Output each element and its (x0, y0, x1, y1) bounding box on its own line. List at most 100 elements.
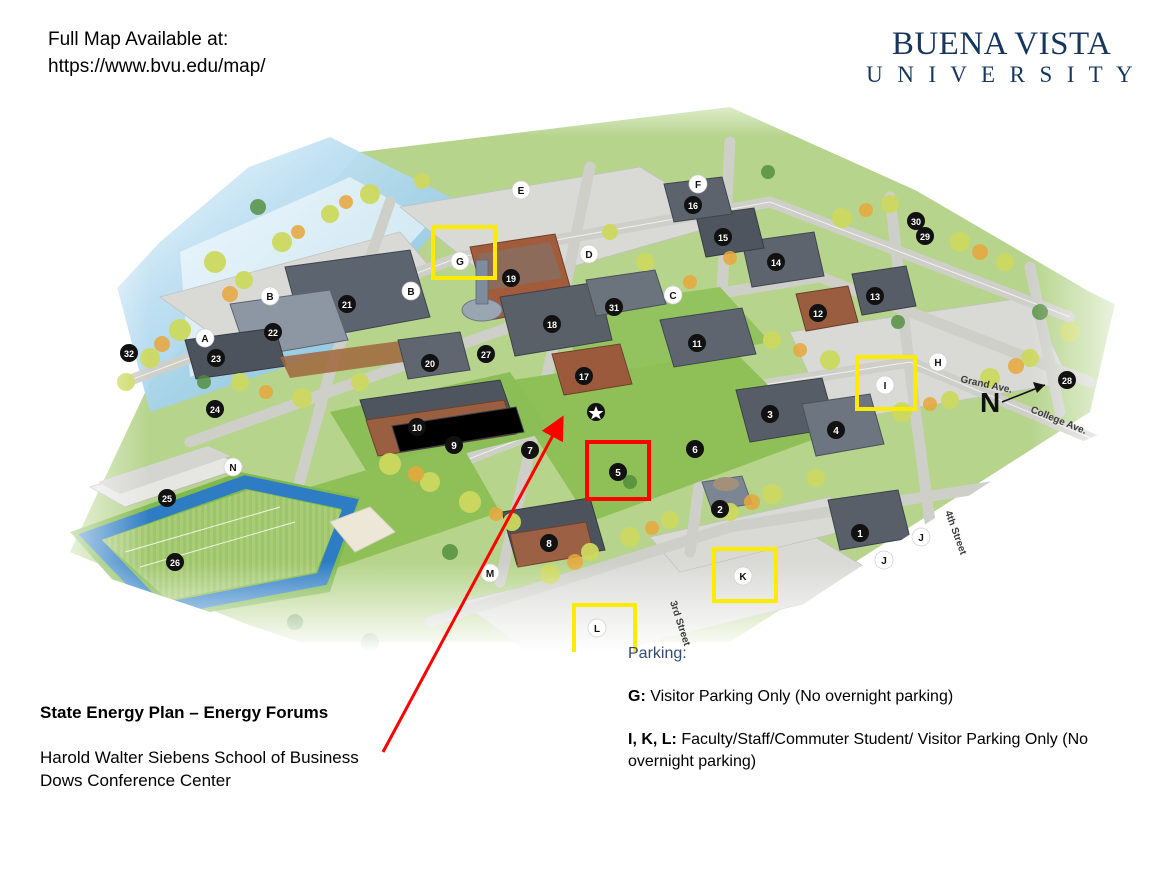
building-marker-30[interactable]: 30 (907, 212, 925, 230)
building-marker-label: 3 (767, 410, 773, 421)
building-marker-label: 19 (506, 274, 516, 284)
building-marker-20[interactable]: 20 (421, 354, 439, 372)
building-marker-28[interactable]: 28 (1058, 371, 1076, 389)
venue-caption: State Energy Plan – Energy Forums Harold… (40, 702, 470, 792)
parking-highlight-k[interactable] (712, 547, 778, 603)
parking-entry-keys: I, K, L: (628, 731, 677, 748)
building-marker-label: 32 (124, 349, 134, 359)
lot-marker-k[interactable]: K (733, 566, 753, 586)
building-marker-8[interactable]: 8 (540, 534, 558, 552)
building-marker-1[interactable]: 1 (851, 524, 869, 542)
building-marker-label: 21 (342, 300, 352, 310)
building-marker-22[interactable]: 22 (264, 323, 282, 341)
building-marker-12[interactable]: 12 (809, 304, 827, 322)
lot-marker-label: K (739, 572, 747, 583)
building-marker-24[interactable]: 24 (206, 400, 224, 418)
lot-marker-label: D (585, 250, 592, 261)
lot-marker-g[interactable]: G (450, 251, 470, 271)
lot-marker-i[interactable]: I (875, 375, 895, 395)
lot-marker-m[interactable]: M (480, 563, 500, 583)
lot-marker-label: F (695, 180, 701, 191)
building-marker-32[interactable]: 32 (120, 344, 138, 362)
building-marker-2[interactable]: 2 (711, 500, 729, 518)
building-marker-label: 17 (579, 372, 589, 382)
building-marker-label: 7 (527, 446, 533, 457)
lot-marker-j-east[interactable]: J (911, 527, 931, 547)
parking-highlight-l[interactable] (572, 603, 637, 652)
building-marker-11[interactable]: 11 (688, 334, 706, 352)
building-marker-25[interactable]: 25 (158, 489, 176, 507)
building-marker-29[interactable]: 29 (916, 227, 934, 245)
parking-legend-heading: Parking: (628, 645, 687, 662)
building-marker-5[interactable]: 5 (609, 463, 627, 481)
lot-marker-b-east[interactable]: B (401, 281, 421, 301)
building-marker-label: 30 (911, 217, 921, 227)
lot-marker-label: J (881, 556, 887, 567)
building-marker-14[interactable]: 14 (767, 253, 785, 271)
building-marker-7[interactable]: 7 (521, 441, 539, 459)
parking-legend-entry-ikl: I, K, L: Faculty/Staff/Commuter Student/… (628, 729, 1098, 773)
lot-marker-h[interactable]: H (928, 352, 948, 372)
building-marker-16[interactable]: 16 (684, 196, 702, 214)
lot-marker-n[interactable]: N (223, 457, 243, 477)
lot-marker-b-west[interactable]: B (260, 286, 280, 306)
lot-marker-e[interactable]: E (511, 180, 531, 200)
building-marker-17[interactable]: 17 (575, 367, 593, 385)
compass-arrow-icon (1033, 382, 1045, 393)
building-marker-label: 23 (211, 354, 221, 364)
map-illustration (30, 82, 1150, 652)
building-marker-label: 6 (692, 445, 698, 456)
building-marker-4[interactable]: 4 (827, 421, 845, 439)
lot-marker-f[interactable]: F (688, 174, 708, 194)
parking-highlight-i[interactable] (855, 355, 917, 411)
lot-marker-c[interactable]: C (663, 285, 683, 305)
building-marker-label: 1 (857, 529, 863, 540)
venue-title: State Energy Plan – Energy Forums (40, 703, 329, 722)
campus-map-svg: Grand Ave. College Ave. 4th Street 3rd S… (30, 82, 1150, 652)
building-marker-label: 24 (210, 405, 220, 415)
lot-marker-label: G (456, 257, 464, 268)
star-marker[interactable] (587, 403, 605, 421)
building-marker-10[interactable]: 10 (408, 418, 426, 436)
building-marker-9[interactable]: 9 (445, 436, 463, 454)
star-icon (588, 406, 604, 420)
building-marker-label: 15 (718, 233, 728, 243)
parking-highlight-g[interactable] (431, 225, 497, 280)
building-marker-label: 16 (688, 201, 698, 211)
parking-legend-entry-g: G: Visitor Parking Only (No overnight pa… (628, 686, 1098, 708)
venue-highlight-box[interactable] (585, 440, 651, 501)
building-marker-label: 14 (771, 258, 781, 268)
building-marker-6[interactable]: 6 (686, 440, 704, 458)
lot-marker-l[interactable]: L (587, 618, 607, 638)
building-marker-label: 2 (717, 505, 723, 516)
lot-marker-a[interactable]: A (195, 328, 215, 348)
building-marker-label: 25 (162, 494, 172, 504)
venue-subtitle: Harold Walter Siebens School of Business… (40, 748, 359, 790)
logo-line-2: U N I V E R S I T Y (866, 62, 1137, 87)
building-marker-15[interactable]: 15 (714, 228, 732, 246)
compass-rose: N (980, 382, 1046, 418)
parking-highlight-boxes (431, 225, 917, 652)
lot-marker-label: B (407, 287, 414, 298)
building-marker-label: 9 (451, 441, 457, 452)
building-marker-18[interactable]: 18 (543, 315, 561, 333)
lot-marker-label: B (266, 292, 273, 303)
lot-marker-label: L (594, 624, 600, 635)
building-marker-23[interactable]: 23 (207, 349, 225, 367)
building-marker-19[interactable]: 19 (502, 269, 520, 287)
building-marker-label: 11 (692, 339, 702, 349)
lot-marker-label: E (518, 186, 525, 197)
lot-marker-j-west[interactable]: J (874, 550, 894, 570)
map-url-note: Full Map Available at: https://www.bvu.e… (48, 29, 266, 77)
lot-marker-label: I (884, 381, 887, 392)
building-marker-label: 29 (920, 232, 930, 242)
building-marker-27[interactable]: 27 (477, 345, 495, 363)
building-marker-31[interactable]: 31 (605, 298, 623, 316)
parking-entry-text: Faculty/Staff/Commuter Student/ Visitor … (628, 731, 1089, 770)
lot-marker-d[interactable]: D (579, 244, 599, 264)
building-marker-21[interactable]: 21 (338, 295, 356, 313)
building-marker-13[interactable]: 13 (866, 287, 884, 305)
building-marker-26[interactable]: 26 (166, 553, 184, 571)
building-marker-3[interactable]: 3 (761, 405, 779, 423)
parking-entry-text: Visitor Parking Only (No overnight parki… (645, 688, 954, 705)
